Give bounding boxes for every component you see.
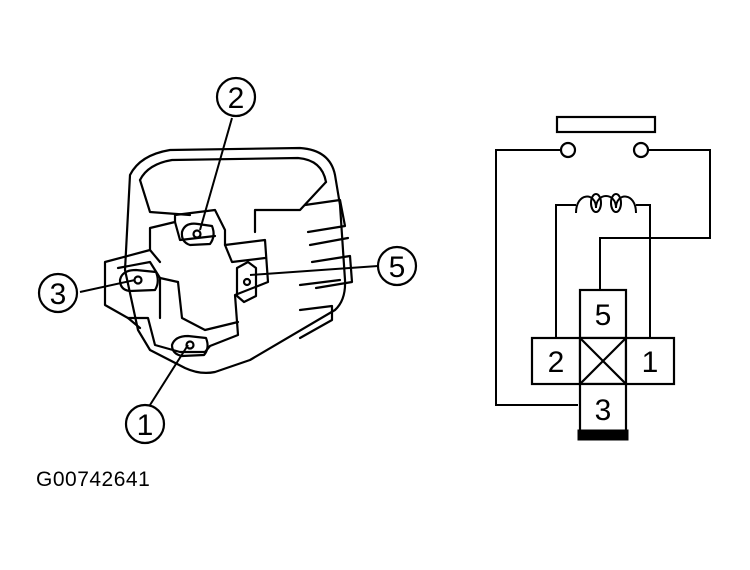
- figure-code: G00742641: [36, 468, 151, 491]
- svg-text:2: 2: [228, 82, 245, 115]
- svg-text:3: 3: [50, 278, 67, 311]
- coil-icon: [575, 195, 637, 214]
- leader-lines: [79, 117, 379, 406]
- terminal-2-label: 2: [548, 346, 565, 379]
- switch-armature: [555, 115, 657, 134]
- relay-connector-drawing: [103, 146, 354, 374]
- terminal-5-label: 5: [595, 299, 612, 332]
- relay-schematic: [495, 115, 711, 406]
- coil-lead-left: [555, 204, 576, 338]
- callout-1: 1: [124, 403, 166, 445]
- cross-socket: [103, 208, 270, 354]
- callout-5: 5: [376, 245, 418, 287]
- terminal-blade-2: [180, 222, 215, 247]
- wire-contact-right: [599, 149, 711, 290]
- terminal-3-box: [578, 382, 628, 436]
- callout-2: 2: [215, 76, 257, 118]
- terminal-5-box: [578, 288, 628, 340]
- terminal-3-label: 3: [595, 394, 612, 427]
- terminal-blade-3: [118, 268, 159, 293]
- terminal-block: [530, 288, 676, 441]
- switch-contact-left: [559, 141, 577, 159]
- wire-terminal-3: [495, 149, 578, 406]
- terminal-2-box: [530, 336, 582, 386]
- callout-3: 3: [37, 272, 79, 314]
- terminal-blade-5: [235, 260, 258, 304]
- svg-text:5: 5: [389, 251, 406, 284]
- switch-contact-right: [632, 141, 650, 159]
- coil-lead-right: [636, 204, 651, 338]
- terminal-labels: 5 2 1 3: [548, 299, 659, 427]
- svg-text:1: 1: [137, 409, 154, 442]
- terminal-blade-1: [170, 334, 209, 358]
- terminal-1-box: [624, 336, 676, 386]
- terminal-1-label: 1: [642, 346, 659, 379]
- terminal-3-base: [577, 429, 629, 441]
